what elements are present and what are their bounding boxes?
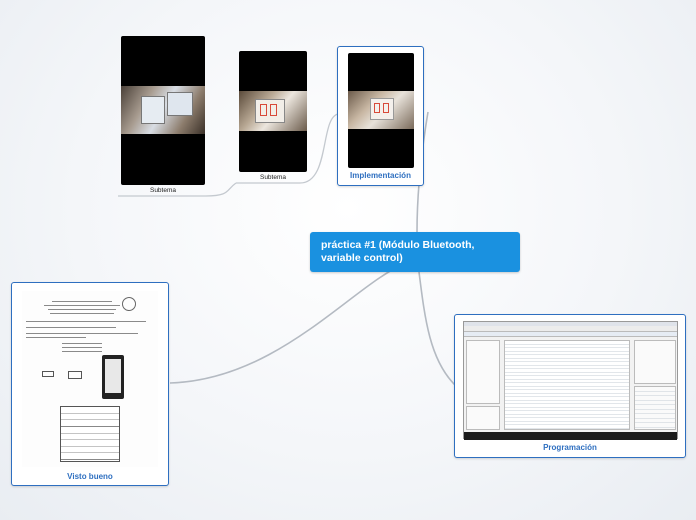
phone-photo <box>121 36 205 185</box>
branch-subtema-1[interactable]: Subtema <box>121 36 205 196</box>
branch-label: Subtema <box>149 187 177 194</box>
link-subtema-2 <box>236 113 339 184</box>
branch-implementacion[interactable]: Implementación <box>337 46 424 186</box>
branch-visto-bueno[interactable]: Visto bueno <box>11 282 169 486</box>
phone-photo <box>348 53 414 168</box>
central-topic-title: práctica #1 (Módulo Bluetooth, variable … <box>321 239 475 264</box>
branch-label: Subtema <box>259 174 287 181</box>
branch-programacion[interactable]: Programación <box>454 314 686 458</box>
document-image <box>22 291 158 467</box>
link-subtema-1 <box>118 182 237 197</box>
branch-label: Programación <box>543 443 597 452</box>
branch-label: Implementación <box>350 171 411 180</box>
ide-screenshot <box>463 321 678 440</box>
central-topic[interactable]: práctica #1 (Módulo Bluetooth, variable … <box>310 232 520 272</box>
link-visto-bueno <box>169 269 393 384</box>
branch-subtema-2[interactable]: Subtema <box>239 51 307 183</box>
link-programacion <box>418 271 456 386</box>
phone-photo <box>239 51 307 172</box>
branch-label: Visto bueno <box>67 472 113 481</box>
